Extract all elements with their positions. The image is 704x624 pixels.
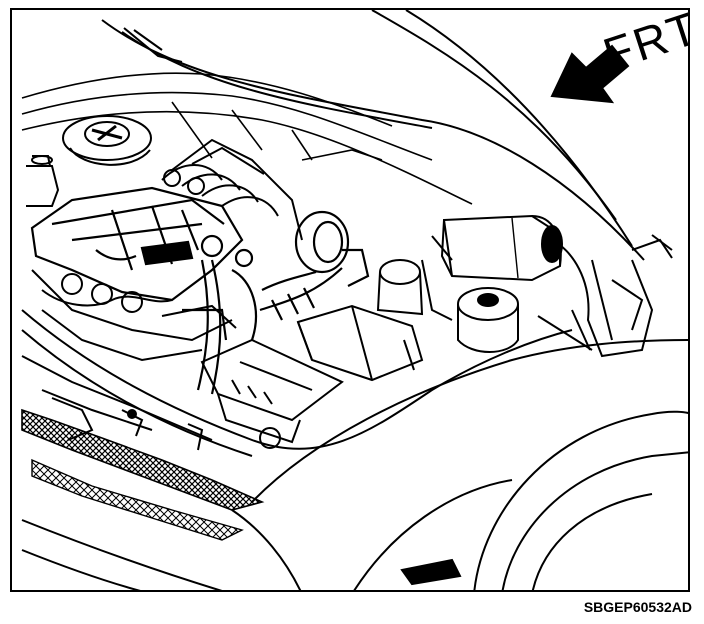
cowl-panel: [21, 72, 473, 205]
fuse-box: [296, 304, 424, 382]
engine-cover: [30, 186, 244, 302]
engine-block: [31, 269, 237, 362]
right-fender-apron: [537, 239, 654, 358]
intake-runners: [161, 138, 303, 241]
front-bumper: [21, 509, 302, 590]
reference-code: SBGEP60532AD: [583, 599, 692, 615]
front-fender: [251, 339, 688, 590]
diagram-frame: FRT: [10, 8, 690, 592]
hood-support-rod: [123, 27, 183, 63]
air-intake-hose: [259, 210, 370, 321]
brake-reservoir: [376, 235, 519, 353]
air-filter-housing: [440, 214, 563, 282]
wiring-harness: [182, 234, 257, 395]
battery: [200, 338, 344, 449]
strut-tower: [62, 115, 152, 166]
front-direction-arrow: [550, 44, 630, 104]
washer-reservoir: [26, 155, 60, 207]
radiator-support: [21, 309, 573, 457]
hood-latch: [51, 397, 204, 451]
engine-bay-illustration: [21, 10, 688, 590]
